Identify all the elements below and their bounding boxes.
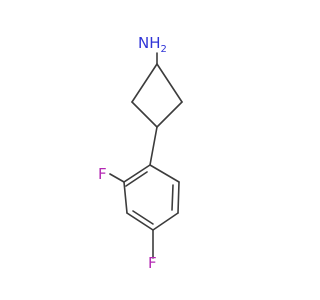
fluorine-label-ortho: F: [98, 165, 107, 183]
bond-c2-c3: [156, 101, 183, 128]
bond-c3-c5: [149, 126, 158, 166]
bond-c9-c10-inner: [171, 184, 174, 211]
bond-c9-c10: [177, 181, 180, 214]
bond-c6-f1: [109, 173, 125, 183]
bond-c8-c9: [152, 212, 179, 231]
bond-c10-c5: [149, 164, 180, 183]
fluorine-label-para: F: [148, 254, 157, 272]
bond-c4-c1: [131, 63, 158, 103]
bonds: [109, 52, 183, 259]
bond-c5-c6-inner: [125, 171, 148, 187]
bond-c6-c7: [123, 181, 128, 214]
atom-labels: NH2 F F: [98, 34, 167, 272]
bond-c1-c2: [156, 63, 183, 103]
bond-c7-c8: [126, 212, 154, 231]
bond-c5-c6: [123, 164, 151, 183]
molecule-structure: NH2 F F: [98, 34, 183, 272]
bond-c3-c4: [131, 101, 158, 128]
amine-label: NH2: [138, 34, 167, 55]
bond-c7-c8-inner: [132, 210, 154, 225]
